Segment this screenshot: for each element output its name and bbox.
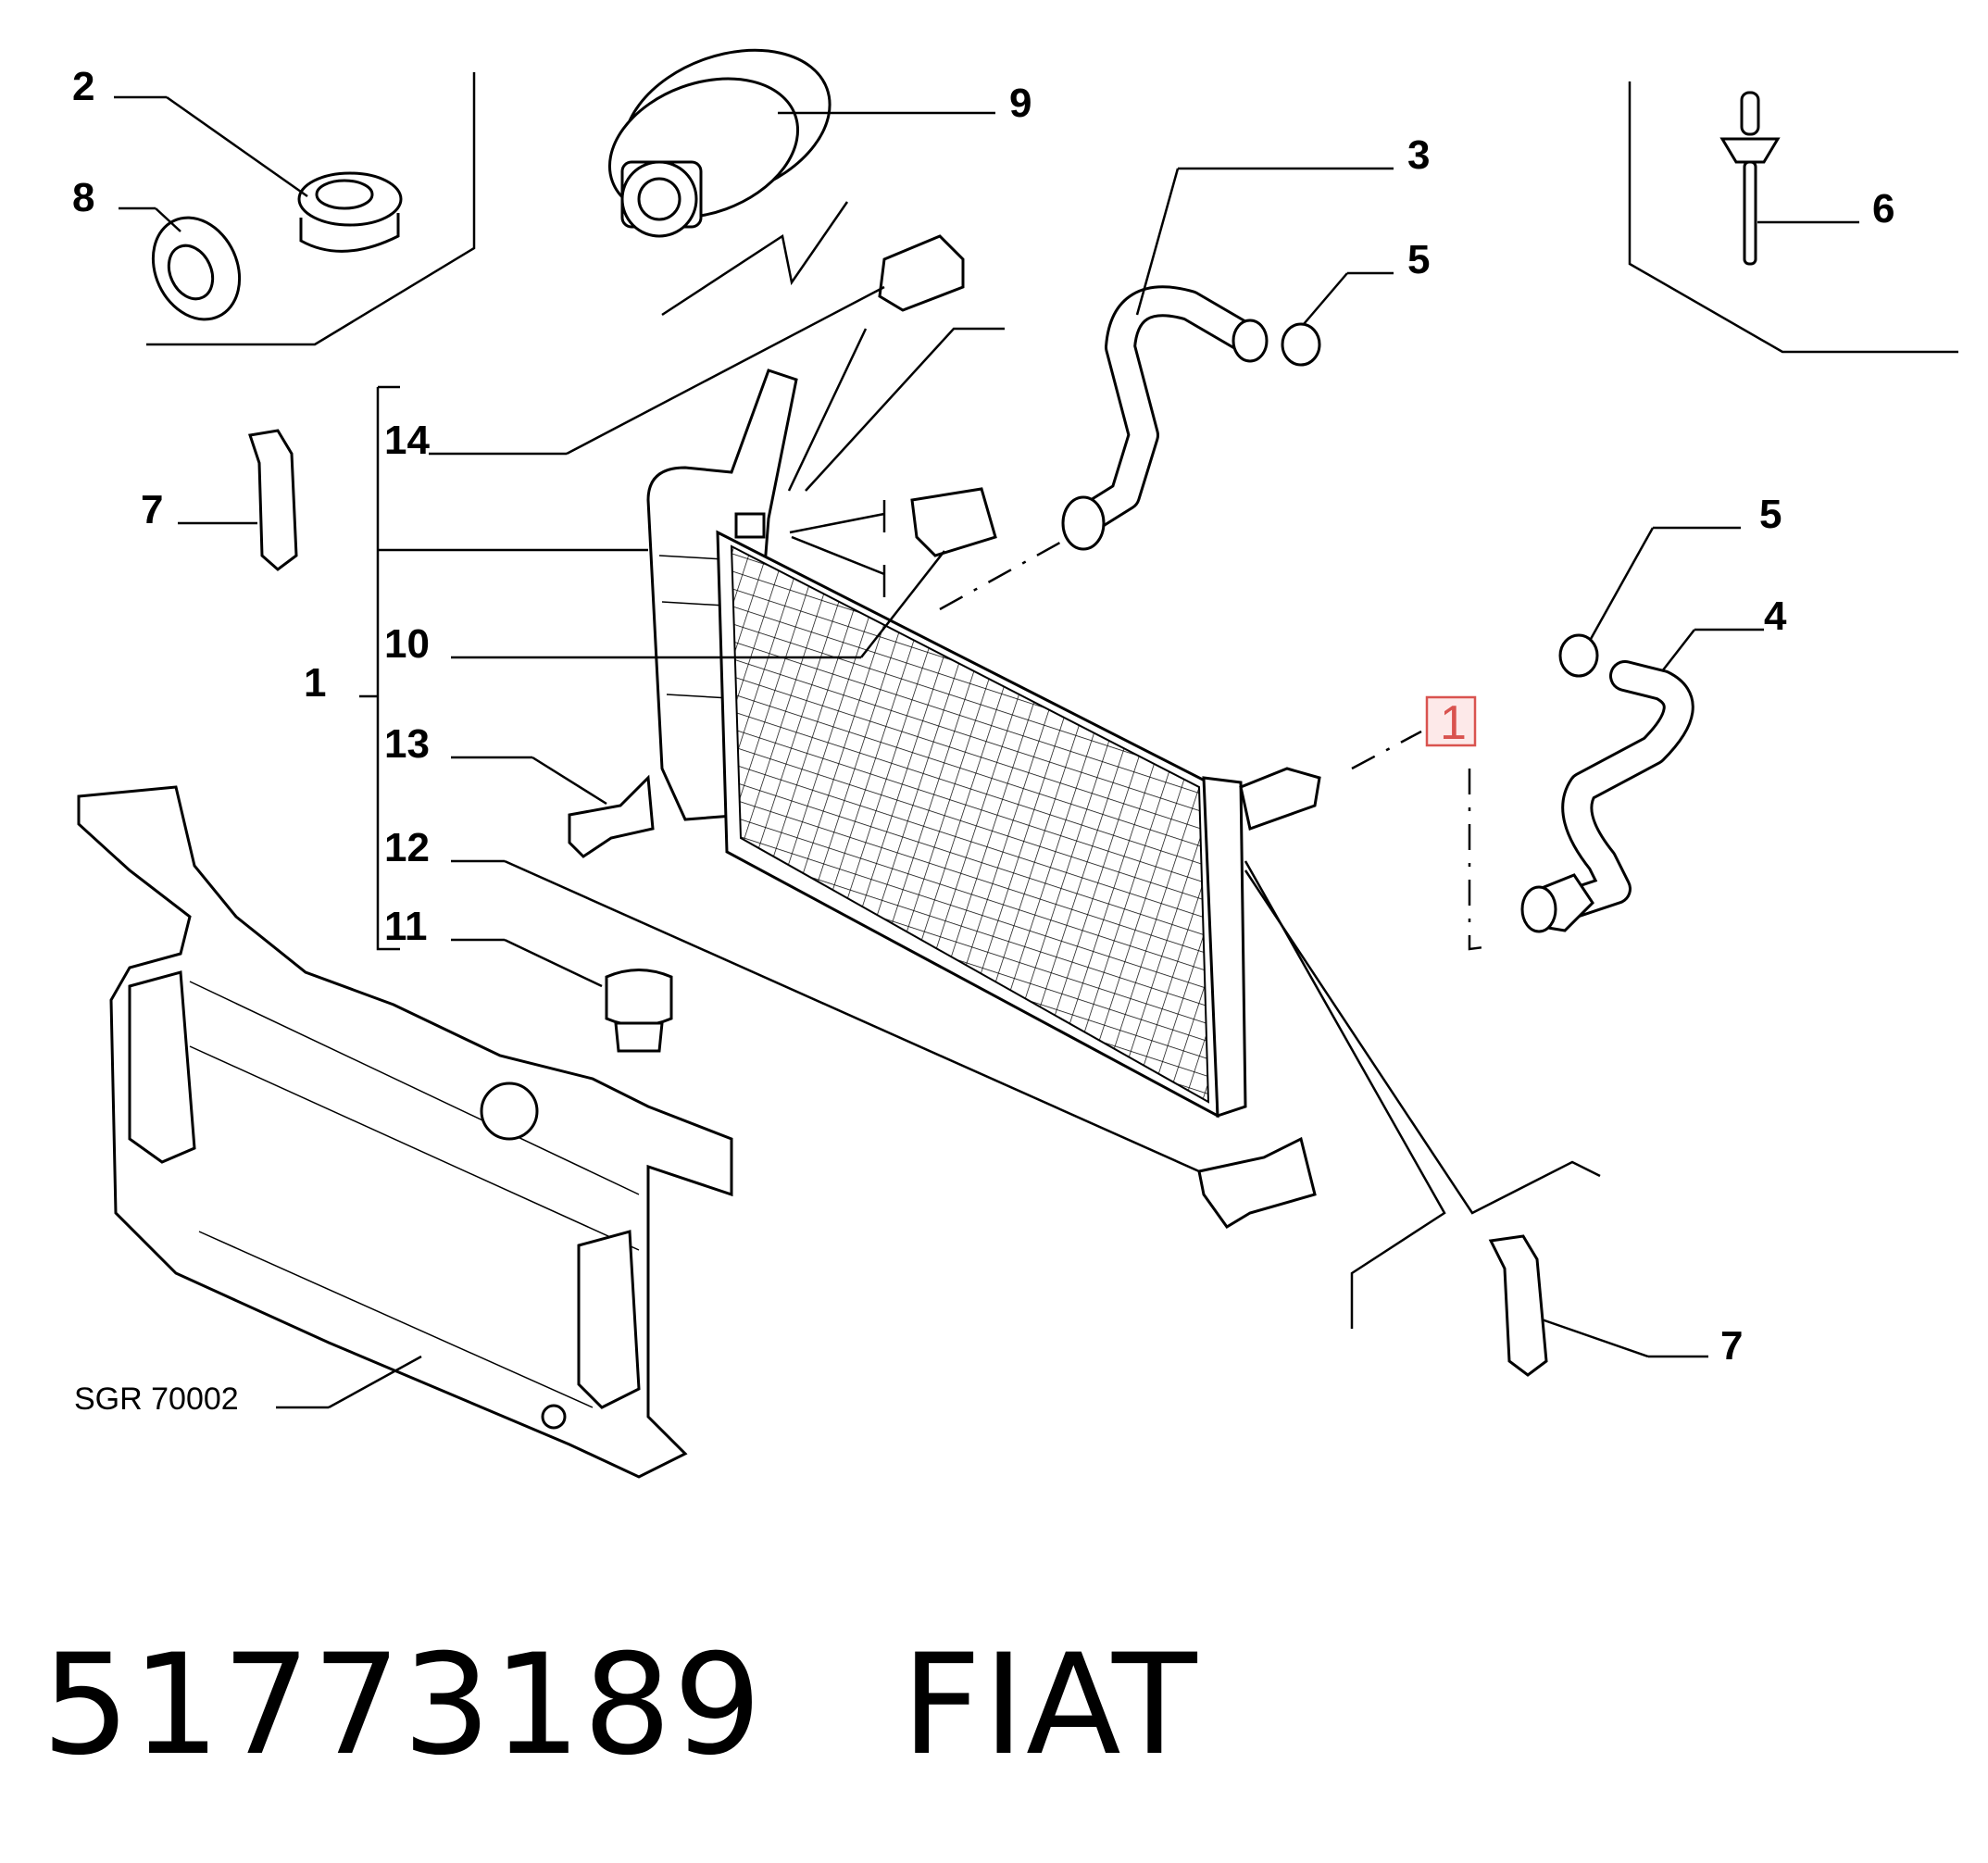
- callout-5-right: 5: [1759, 492, 1782, 537]
- highlighted-callout: 1: [1425, 695, 1477, 750]
- callout-14: 14: [384, 418, 430, 463]
- bracket-13: [568, 774, 655, 858]
- hose-clamp-5-top: [1281, 322, 1321, 367]
- callout-11: 11: [384, 904, 428, 949]
- callout-4: 4: [1764, 594, 1787, 639]
- callout-9: 9: [1009, 81, 1032, 126]
- caption: 51773189 FIAT: [42, 1625, 1199, 1786]
- callout-5-top: 5: [1407, 237, 1430, 282]
- highlighted-callout-number: 1: [1440, 696, 1467, 750]
- push-pin-6: [1719, 91, 1781, 266]
- bracket-12: [1197, 1136, 1317, 1229]
- front-panel-carrier: [77, 785, 733, 1479]
- callout-3: 3: [1407, 132, 1430, 178]
- tank-fitting: [878, 234, 965, 312]
- part-number: 51773189: [42, 1625, 764, 1786]
- callout-8: 8: [72, 175, 94, 220]
- callout-12: 12: [384, 825, 430, 870]
- expansion-tank-cap-9: [607, 48, 831, 238]
- callout-6: 6: [1872, 186, 1894, 231]
- callout-13: 13: [384, 721, 430, 767]
- bracket-7-left: [248, 429, 298, 571]
- grommet-8: [151, 216, 242, 321]
- reference-label: SGR 70002: [74, 1382, 239, 1417]
- hose-3: [1061, 285, 1269, 551]
- bush-11: [605, 969, 673, 1053]
- callout-7-right: 7: [1720, 1323, 1743, 1369]
- radiator: [716, 512, 1321, 1119]
- hose-4: [1520, 660, 1694, 933]
- callout-10: 10: [384, 621, 430, 667]
- callout-2: 2: [72, 64, 94, 109]
- callout-7-left: 7: [141, 487, 163, 532]
- hose-clamp-5-right: [1558, 633, 1599, 678]
- clip-10: [910, 487, 997, 557]
- brand-name: FIAT: [901, 1625, 1199, 1786]
- inset-frame-top-left: [146, 72, 476, 346]
- callout-1: 1: [304, 660, 326, 706]
- bracket-7-right: [1488, 1234, 1548, 1377]
- grommet-2: [297, 171, 403, 253]
